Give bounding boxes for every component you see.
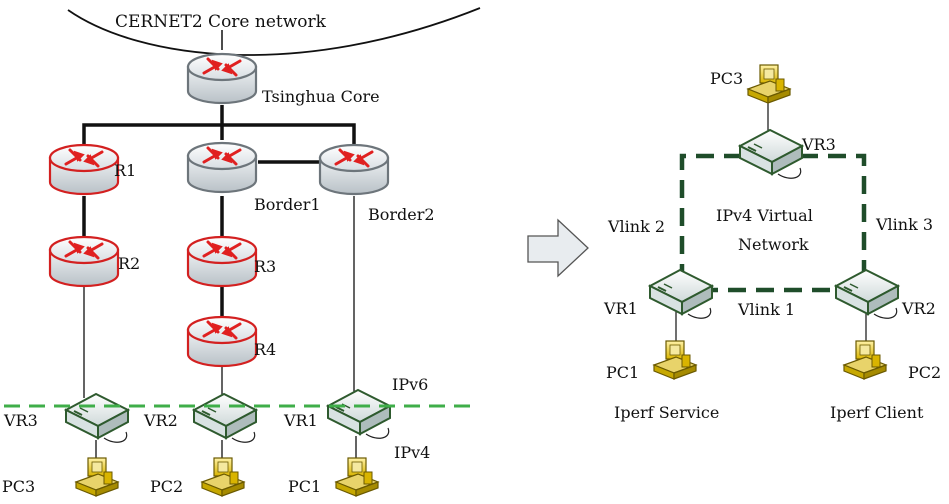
router-r1-label: R1	[114, 161, 136, 180]
right-pc1-label: PC1	[606, 363, 639, 382]
left-pc3-icon	[75, 457, 119, 497]
left-vr2-label: VR2	[143, 411, 178, 430]
vlink2-label: Vlink 2	[607, 217, 665, 236]
tsinghua-core-router-icon	[186, 52, 258, 105]
border1-router-icon	[186, 141, 258, 194]
right-pc1-icon	[653, 340, 697, 380]
right-vr2-icon	[835, 269, 899, 320]
left-pc1-label: PC1	[288, 477, 321, 496]
right-pc3-label: PC3	[710, 69, 743, 88]
vlink1-label: Vlink 1	[737, 300, 795, 319]
right-vr3-label: VR3	[801, 135, 836, 154]
border2-label: Border2	[368, 205, 435, 224]
left-pc3-label: PC3	[2, 477, 35, 496]
border1-label: Border1	[254, 195, 321, 214]
left-topology: CERNET2 Core network Tsinghua Core R1 Bo…	[2, 7, 481, 497]
right-topology: PC3 VR3 IPv4 Virtual Network Vlink 2 Vli…	[603, 64, 941, 422]
network-label-line2: Network	[738, 235, 809, 254]
left-vr2-icon	[193, 393, 257, 444]
ipv6-label: IPv6	[392, 375, 428, 394]
router-r3-label: R3	[254, 257, 276, 276]
core-network-label: CERNET2 Core network	[115, 12, 327, 32]
left-vr1-label: VR1	[283, 411, 318, 430]
iperf-client-label: Iperf Client	[830, 403, 924, 422]
vlink3-label: Vlink 3	[875, 215, 933, 234]
left-vr3-label: VR3	[3, 411, 38, 430]
left-vr1-icon	[327, 389, 391, 440]
right-vr1-label: VR1	[603, 299, 638, 318]
border2-router-icon	[318, 143, 390, 196]
right-pc3-icon	[747, 64, 791, 104]
ipv4-label: IPv4	[394, 443, 430, 462]
vlink2-line	[679, 153, 742, 288]
left-vr3-icon	[65, 393, 129, 444]
router-r2-label: R2	[118, 254, 140, 273]
iperf-service-label: Iperf Service	[614, 403, 719, 422]
virtual-links	[679, 153, 867, 293]
router-r1-icon	[48, 143, 120, 196]
vlink3-line	[800, 153, 867, 288]
router-r3-icon	[186, 235, 258, 288]
left-pc2-label: PC2	[150, 477, 183, 496]
right-vr2-label: VR2	[901, 299, 936, 318]
left-pc1-icon	[335, 457, 379, 497]
left-pc2-icon	[201, 457, 245, 497]
transform-arrow-icon	[527, 218, 589, 278]
right-pc2-label: PC2	[908, 363, 941, 382]
router-r4-label: R4	[254, 340, 276, 359]
right-pc2-icon	[843, 340, 887, 380]
right-vr1-icon	[649, 269, 713, 320]
router-r4-icon	[186, 315, 258, 368]
network-label-line1: IPv4 Virtual	[716, 206, 813, 225]
tsinghua-core-label: Tsinghua Core	[262, 87, 380, 106]
right-vr3-icon	[739, 129, 803, 180]
router-r2-icon	[48, 235, 120, 288]
